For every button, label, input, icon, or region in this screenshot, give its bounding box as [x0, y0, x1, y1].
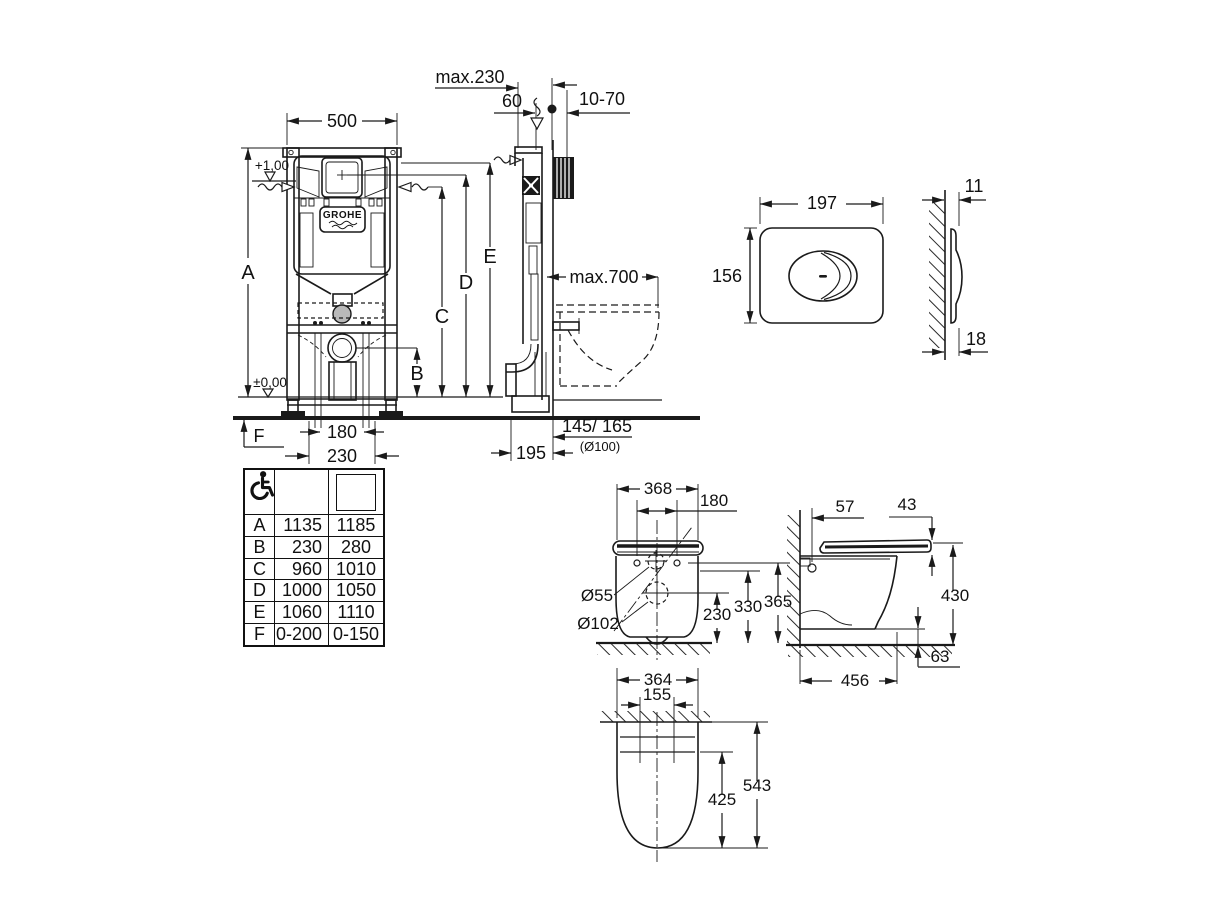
dim-drain-diameter: (Ø100) — [580, 439, 620, 454]
dim-rod-spacing: 180 — [327, 422, 357, 442]
cistern-access-hole — [321, 157, 363, 198]
frame-foot-left — [281, 411, 305, 418]
table-accessible: 1110 — [329, 602, 383, 624]
table-standard: 230 — [275, 537, 329, 559]
table-standard: 960 — [275, 559, 329, 581]
dim-seat-height: 430 — [941, 586, 969, 605]
wc-side-view: 57 43 430 63 456 — [786, 495, 969, 690]
dim-b: B — [410, 363, 423, 385]
level-datum-zero: ±0,00 — [253, 375, 287, 399]
flush-bend — [332, 304, 352, 324]
dim-base-clearance: 63 — [931, 647, 950, 666]
table-accessible: 1010 — [329, 559, 383, 581]
table-standard: 1000 — [275, 580, 329, 603]
dim-plate-width: 197 — [807, 193, 837, 213]
table-standard: 1135 — [275, 515, 329, 537]
wc-back-view: 368 180 Ø55 Ø102 230 330 — [577, 479, 792, 660]
dim-inlet-height: 330 — [734, 597, 762, 616]
dim-inlet-diameter: Ø55 — [581, 586, 613, 605]
table-key: B — [245, 537, 275, 559]
wc-seat-edge — [612, 540, 704, 556]
dim-e: E — [483, 246, 496, 268]
flush-plate-side-view: 11 18 — [922, 176, 988, 360]
flush-plate-front-view: 197 156 — [712, 193, 884, 324]
dim-d: D — [459, 272, 473, 294]
wheelchair-icon — [250, 471, 376, 511]
table-header-blank2 — [275, 470, 329, 515]
fixing-hole — [807, 563, 817, 573]
dim-plan-depth: 543 — [743, 776, 771, 795]
dimension-table: A 1135 1185 B 230 280 C 960 1010 D 1000 … — [243, 468, 385, 647]
table-accessible: 0-150 — [329, 624, 383, 646]
dim-plate-height: 156 — [712, 266, 742, 286]
table-key: E — [245, 602, 275, 624]
wc-body-front-curve — [874, 555, 898, 630]
dim-plan-width: 364 — [644, 670, 672, 689]
dim-frame-width: 500 — [327, 111, 357, 131]
dim-c: C — [435, 306, 449, 328]
dim-outlet-height: 230 — [703, 605, 731, 624]
table-accessible: 1050 — [329, 580, 383, 603]
dim-hole-offset: 57 — [836, 497, 855, 516]
level-zero-label: ±0,00 — [253, 375, 287, 390]
table-key: C — [245, 559, 275, 581]
dim-wc-width: 368 — [644, 479, 672, 498]
plate-profile — [950, 228, 963, 324]
dim-max-outreach: max.700 — [569, 267, 638, 287]
dim-outlet-offset: 230 — [327, 446, 357, 466]
dim-plan-inner-width: 155 — [643, 685, 671, 704]
cistern-body — [293, 155, 391, 275]
dim-wc-depth: 456 — [841, 671, 869, 690]
table-header-blank1 — [245, 470, 275, 515]
supply-squiggle-top — [533, 97, 541, 117]
frame-side-view: max.230 60 10-70 — [435, 67, 662, 463]
frame-top-bar — [282, 147, 402, 158]
table-standard: 0-200 — [275, 624, 329, 646]
dim-plate-depth-bottom: 18 — [966, 329, 986, 349]
brand-text: GROHE — [323, 210, 362, 221]
dim-plan-inner-depth: 425 — [708, 790, 736, 809]
dim-plate-depth-top: 11 — [965, 176, 984, 196]
dim-a: A — [241, 262, 255, 284]
dim-top-offset: 60 — [502, 91, 522, 111]
dim-max-depth: max.230 — [435, 67, 504, 87]
wall-hatch — [929, 202, 945, 348]
table-header-accessible — [250, 470, 383, 515]
wall-sleeve — [553, 157, 574, 199]
water-connection-icon-left — [257, 181, 296, 193]
wc-dashed-outline — [552, 304, 660, 387]
wc-bowl-outline — [616, 722, 699, 849]
wc-plan-view: 364 155 425 543 — [600, 668, 771, 862]
table-key: A — [245, 515, 275, 537]
frame-foot-right — [379, 411, 403, 418]
table-standard: 1060 — [275, 602, 329, 624]
table-accessible: 280 — [329, 537, 383, 559]
level-datum-top: +1,00 — [252, 158, 296, 183]
dim-wc-hole-spacing: 180 — [700, 491, 728, 510]
dim-base-depth: 195 — [516, 443, 546, 463]
table-key: F — [245, 624, 275, 646]
level-top-label: +1,00 — [255, 158, 289, 173]
dim-wall-thickness: 10-70 — [579, 89, 625, 109]
frame-front-view: GROHE +1,00 — [233, 111, 700, 466]
dim-outlet-diameter: Ø102 — [577, 614, 619, 633]
water-connection-icon-side — [493, 156, 511, 164]
dim-f: F — [254, 426, 265, 446]
table-accessible: 1185 — [329, 515, 383, 537]
flush-button — [788, 250, 858, 302]
flush-plate — [759, 227, 884, 324]
grohe-logo: GROHE — [319, 206, 366, 233]
dim-hole-height: 365 — [764, 592, 792, 611]
table-key: D — [245, 580, 275, 603]
dim-drain-offset: 145/ 165 — [562, 416, 632, 436]
dim-seat-thickness: 43 — [898, 495, 917, 514]
water-connection-icon-right — [397, 181, 442, 193]
